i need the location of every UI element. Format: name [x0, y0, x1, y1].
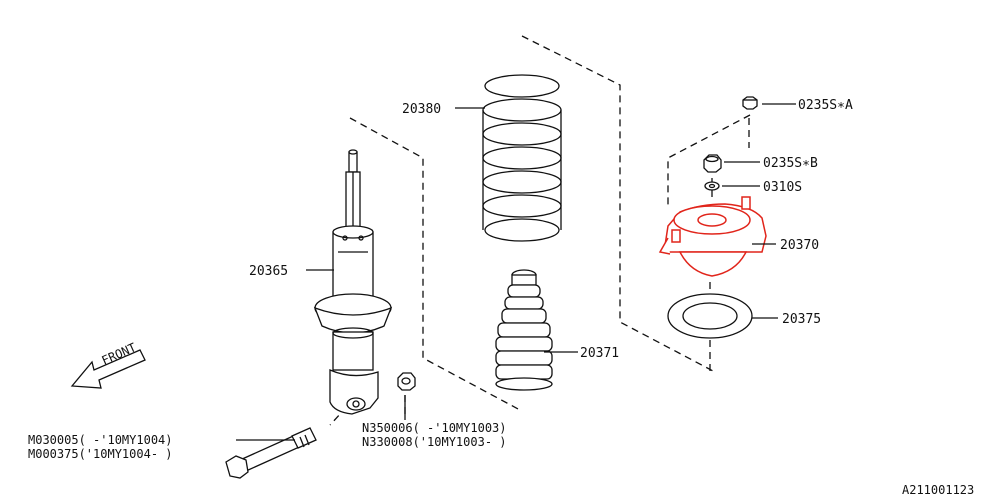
label-bolt-a: M030005( -'10MY1004): [28, 433, 173, 447]
coil-spring: [482, 74, 562, 242]
assembly-guide-lines: [329, 35, 751, 426]
label-bolt-b: M000375('10MY1004- ): [28, 447, 173, 461]
label-20375: 20375: [782, 312, 821, 327]
label-20370: 20370: [780, 238, 819, 253]
lower-nut: [397, 372, 416, 391]
shock-absorber-strut: [313, 149, 393, 415]
leader-lines: [236, 103, 796, 441]
figure-id: A211001123: [902, 483, 974, 497]
lower-bolt: [225, 427, 317, 479]
spring-seat-ring: [667, 293, 753, 339]
bump-stop: [495, 269, 553, 391]
washer-0310s: [704, 181, 720, 191]
label-0235s-b: 0235S∗B: [763, 156, 818, 171]
nut-0235s-a: [742, 96, 758, 110]
label-0235s-a: 0235S∗A: [798, 98, 853, 113]
label-20380: 20380: [402, 102, 441, 117]
front-label: FRONT: [100, 340, 139, 367]
label-20365: 20365: [249, 264, 288, 279]
label-nut-b: N330008('10MY1003- ): [362, 435, 507, 449]
label-nut-a: N350006( -'10MY1003): [362, 421, 507, 435]
strut-mount-highlighted: [658, 196, 767, 277]
label-0310s: 0310S: [763, 180, 802, 195]
front-direction-arrow: FRONT: [70, 340, 146, 389]
label-20371: 20371: [580, 346, 619, 361]
nut-0235s-b: [703, 154, 722, 173]
